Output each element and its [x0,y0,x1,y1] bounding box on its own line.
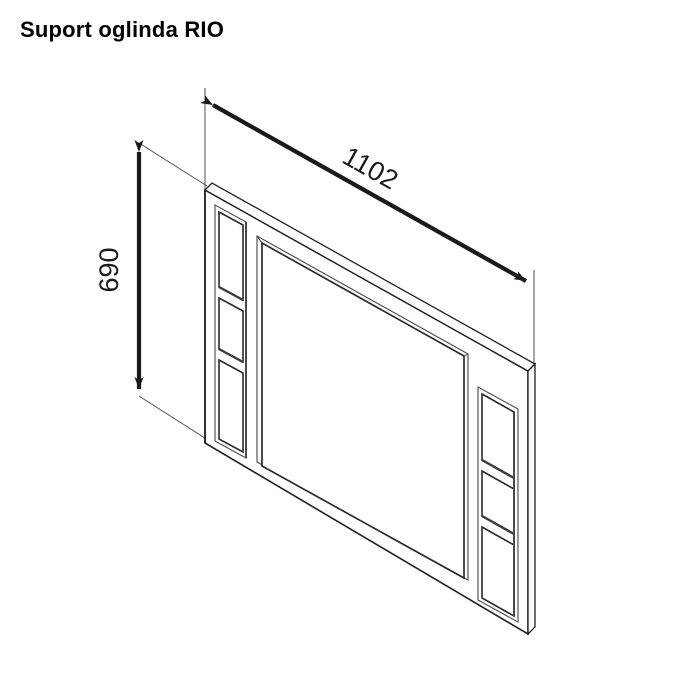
dimension-label-height: 690 [94,247,124,292]
dimension-line-width [200,95,528,283]
right-shelf-divider-1 [481,458,515,480]
mirror-top-bevel [256,235,263,244]
panel-right-edge [527,362,536,636]
left-shelf-compartment-1 [218,210,244,302]
left-shelf-divider-1 [218,285,244,302]
extension-line-height-top [138,142,208,187]
left-shelf-divider-2 [218,347,244,364]
left-shelf-group [214,203,247,460]
dimension-height-690: 690 [94,140,144,389]
right-shelf-divider-2 [481,514,515,536]
center-mirror-panel [256,234,469,582]
right-shelf-group [477,385,519,624]
mirror-glass-face [261,241,465,580]
left-shelf-compartment-3 [218,358,244,454]
mirror-right-bevel [463,353,469,357]
dimension-label-width: 1102 [338,141,403,196]
extension-line-height-bottom [138,395,209,441]
page-title: Suport oglinda RIO [20,17,225,42]
